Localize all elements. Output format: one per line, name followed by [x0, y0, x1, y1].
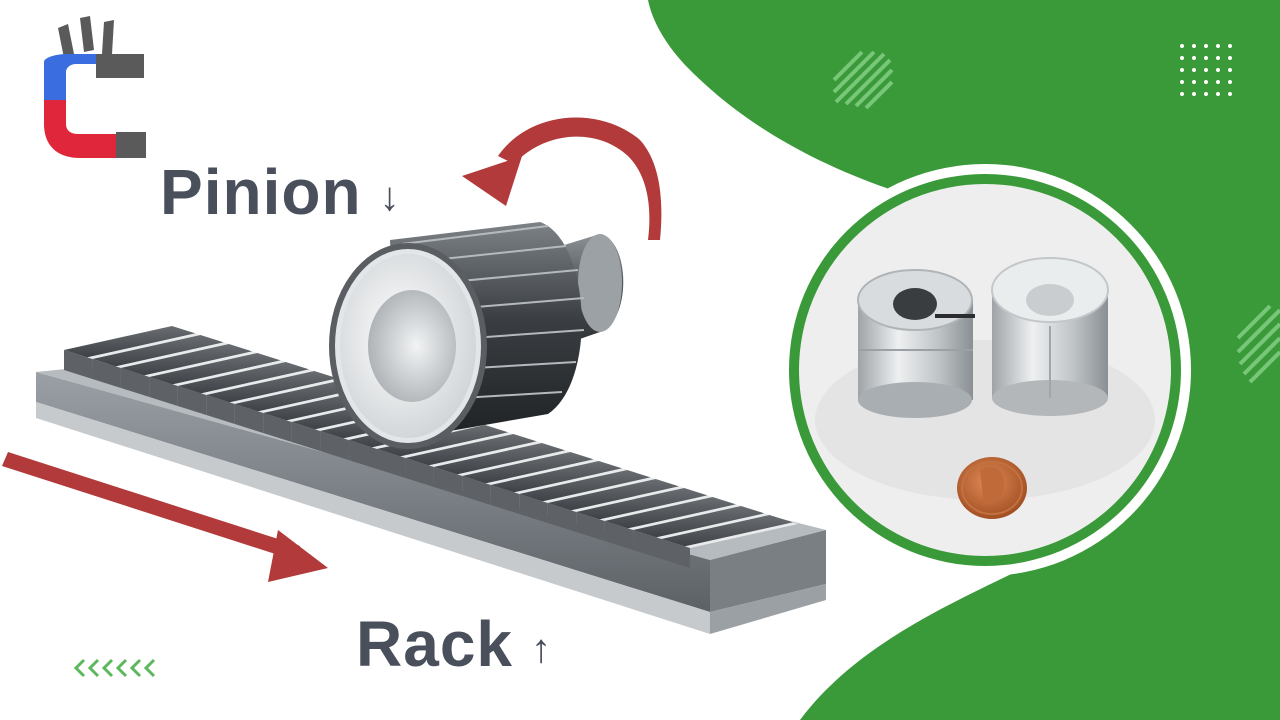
rack-tooth-edge — [87, 333, 201, 359]
rack-tooth-side — [120, 368, 150, 397]
rotation-arrow-icon — [462, 117, 662, 240]
rack-tooth-side — [291, 422, 321, 451]
rack-tooth-side — [64, 350, 93, 379]
rack-tooth-edge — [144, 351, 258, 377]
rack-tooth — [633, 506, 765, 538]
rack-tooth — [149, 353, 281, 385]
rack-tooth-side — [462, 476, 491, 505]
rack-tooth-edge — [172, 360, 286, 386]
pinion-label-text: Pinion — [160, 156, 362, 228]
rack-tooth — [405, 434, 537, 466]
rack-tooth — [120, 344, 253, 376]
rack-tooth-side — [177, 386, 207, 415]
rack-tooth — [547, 479, 680, 511]
rack-tooth-side — [633, 530, 662, 559]
penny-image — [957, 457, 1027, 519]
dot-grid-icon — [1180, 44, 1232, 96]
rack-tooth-edge — [514, 468, 628, 494]
rack-tooth-side — [519, 494, 548, 523]
rack-tooth-side — [433, 467, 463, 496]
green-blob-lower-right — [800, 509, 1280, 720]
rack-tooth-side — [320, 431, 349, 460]
rack-label-text: Rack — [356, 608, 513, 680]
rack-tooth — [576, 488, 708, 520]
rack-tooth — [490, 461, 623, 493]
coupler-photo — [815, 257, 1155, 519]
rack-tooth — [462, 452, 594, 484]
magnet-logo-icon — [44, 16, 146, 158]
rack-tooth-side — [405, 458, 434, 487]
rack-tooth-edge — [229, 378, 343, 404]
diagonal-stripes-icon — [1236, 304, 1280, 384]
rack-tooth — [661, 515, 793, 547]
rack-tooth-edge — [656, 513, 770, 539]
rack-tooth — [433, 443, 566, 475]
rack-tooth-side — [92, 359, 121, 388]
shaft-coupler-right — [991, 257, 1109, 416]
rack-tooth-side — [234, 404, 264, 433]
rack-tooth-edge — [428, 441, 542, 467]
rack-tooth — [92, 335, 224, 367]
rack-tooth-side — [263, 413, 292, 442]
rack-tooth — [177, 362, 310, 394]
rack-tooth-edge — [400, 432, 514, 458]
arrow-up-icon: ↑ — [531, 627, 552, 671]
rack-tooth-side — [206, 395, 235, 424]
rack-tooth-edge — [627, 504, 742, 530]
motion-arrow-icon — [2, 452, 328, 582]
rack — [36, 326, 826, 634]
pinion — [329, 222, 624, 449]
rack-label: Rack ↑ — [356, 608, 552, 689]
shaft-coupler-left — [857, 269, 975, 418]
rack-tooth — [604, 497, 736, 529]
rack-tooth-side — [149, 377, 178, 406]
rack-tooth-edge — [542, 477, 656, 503]
rack-tooth-edge — [485, 459, 599, 485]
rack-tooth-side — [547, 503, 577, 532]
rack-tooth-side — [661, 539, 690, 568]
rack-tooth-side — [377, 449, 406, 478]
pinion-label: Pinion ↓ — [160, 156, 401, 237]
rack-tooth-side — [348, 440, 377, 469]
rack-tooth-edge — [571, 486, 685, 512]
rack-tooth-edge — [115, 342, 229, 368]
rack-tooth-side — [490, 485, 520, 514]
rack-tooth-edge — [457, 450, 571, 476]
rack-tooth-side — [604, 521, 634, 550]
rack-tooth — [519, 470, 651, 502]
rack-tooth-edge — [684, 522, 798, 548]
rack-tooth-edge — [201, 369, 315, 395]
diagonal-stripes-icon — [832, 50, 894, 110]
arrow-down-icon: ↓ — [379, 175, 401, 219]
rack-tooth — [206, 371, 338, 403]
rack-tooth-side — [576, 512, 605, 541]
rack-tooth — [234, 380, 367, 412]
rack-teeth — [64, 326, 798, 568]
rack-tooth-edge — [599, 495, 713, 521]
chevrons-left-icon — [73, 658, 156, 678]
rack-tooth — [64, 326, 196, 358]
